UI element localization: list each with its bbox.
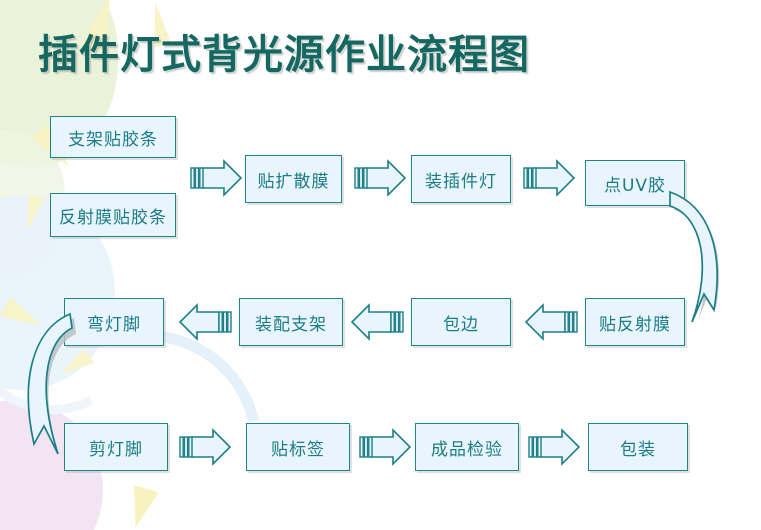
slide-title: 插件灯式背光源作业流程图: [38, 32, 530, 78]
process-node-tiefanshemo[interactable]: 贴反射膜: [585, 298, 685, 346]
node-label: 反射膜贴胶条: [59, 207, 167, 228]
connector-arrow-right-2: [352, 158, 408, 198]
connector-arrow-right-5: [357, 427, 413, 467]
process-node-tiebiaoqian[interactable]: 贴标签: [246, 423, 350, 471]
node-label: 剪灯脚: [89, 439, 143, 460]
node-label: 贴反射膜: [599, 314, 671, 335]
process-node-dianuvjiao[interactable]: 点UV胶: [585, 160, 685, 206]
process-node-tiekuosanmo[interactable]: 贴扩散膜: [245, 155, 342, 203]
process-node-baobian[interactable]: 包边: [411, 298, 511, 346]
process-node-chengpinjianyan[interactable]: 成品检验: [415, 423, 519, 471]
node-label: 装配支架: [255, 314, 327, 335]
node-label: 贴标签: [271, 439, 325, 460]
connector-arrow-left-1: [521, 302, 579, 342]
connector-arrow-right-4: [177, 427, 233, 467]
process-node-fanshemotiejiaotiao[interactable]: 反射膜贴胶条: [50, 193, 176, 237]
process-node-jiandengjiao[interactable]: 剪灯脚: [64, 423, 168, 471]
node-label: 支架贴胶条: [68, 129, 158, 150]
connector-arrow-right-6: [526, 427, 582, 467]
process-node-zhijiatiejiaotiao[interactable]: 支架贴胶条: [50, 116, 176, 158]
process-node-zhuangpeizhijia[interactable]: 装配支架: [239, 298, 343, 346]
node-label: 装插件灯: [425, 171, 497, 192]
connector-arrow-right-3: [521, 158, 577, 198]
connector-arrow-left-2: [347, 302, 405, 342]
yellow-spark-shape: [19, 194, 45, 232]
node-label: 贴扩散膜: [257, 171, 330, 192]
node-label: 弯灯脚: [87, 314, 141, 335]
process-node-zhuangchajiandeng[interactable]: 装插件灯: [411, 155, 511, 203]
node-label: 点UV胶: [603, 175, 667, 196]
node-label: 包装: [620, 439, 656, 460]
curved-connector-left: [14, 312, 94, 462]
yellow-spark-shape: [122, 485, 160, 530]
node-label: 包边: [443, 314, 479, 335]
process-node-baozhuang[interactable]: 包装: [588, 423, 688, 471]
node-label: 成品检验: [431, 439, 503, 460]
connector-arrow-right-1: [188, 158, 244, 198]
curved-connector-right: [668, 188, 758, 333]
connector-arrow-left-3: [175, 302, 233, 342]
